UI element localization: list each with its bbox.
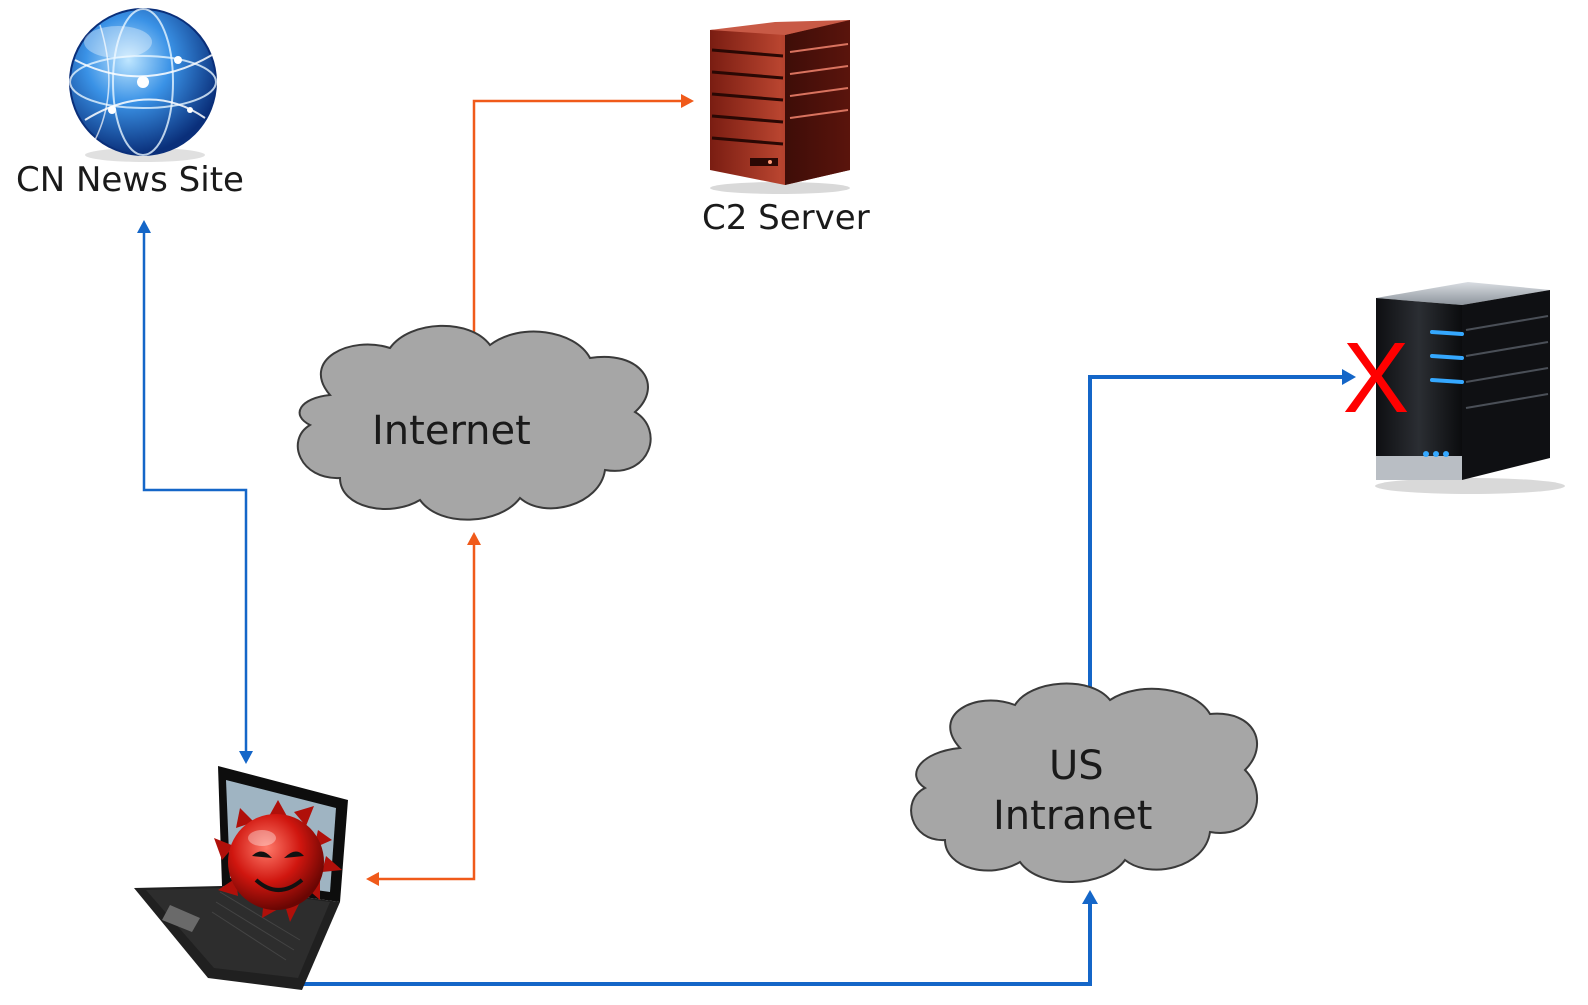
arrowhead-up-intranet [1082, 890, 1098, 904]
globe-icon [69, 8, 217, 162]
arrowhead-down-laptop [239, 751, 253, 764]
internet-label: Internet [372, 408, 531, 454]
us-intranet-cloud [910, 682, 1259, 883]
target-server-icon [1375, 282, 1565, 494]
c2-server-label: C2 Server [702, 198, 870, 238]
x-mark: X [1343, 322, 1410, 434]
arrowhead-left-laptop [366, 872, 379, 886]
link-laptop-to-intranet [270, 902, 1092, 986]
arrowhead-up-cn [137, 220, 151, 233]
c2-server-icon [710, 20, 850, 194]
virus-icon [214, 800, 342, 922]
internet-cloud [296, 324, 652, 521]
link-intranet-to-target [1088, 375, 1344, 710]
link-cn-to-laptop [142, 232, 248, 752]
arrowhead-up-internet [467, 532, 481, 545]
link-internet-to-laptop [378, 544, 476, 881]
arrowhead-right-target [1342, 369, 1356, 385]
cn-news-site-label: CN News Site [16, 160, 244, 200]
us-intranet-label-line2: Intranet [993, 793, 1153, 839]
link-internet-to-c2 [472, 99, 682, 338]
us-intranet-label-line1: US [1049, 743, 1104, 789]
arrowhead-right-c2 [681, 94, 694, 108]
